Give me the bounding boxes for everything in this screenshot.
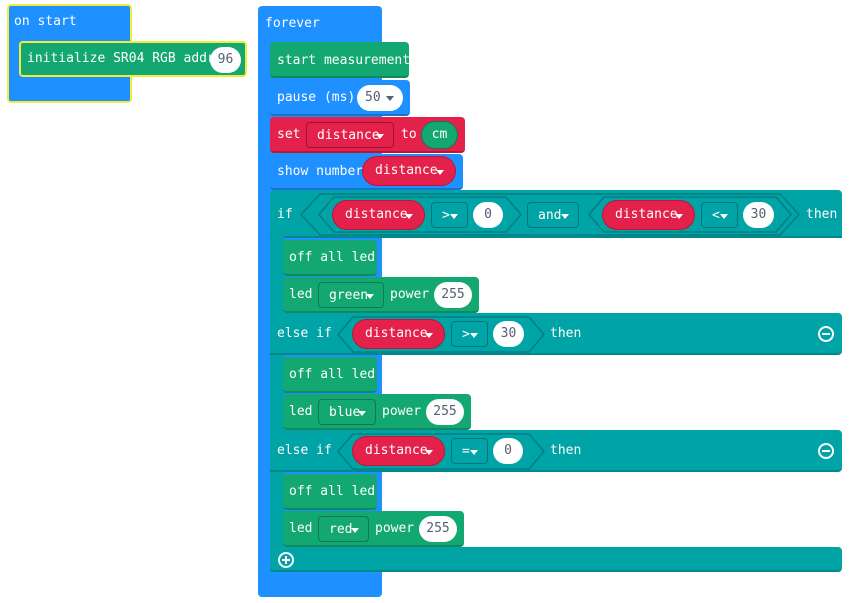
else-if-2-operator-dropdown[interactable]: = [451, 438, 488, 464]
show-number-variable-name: distance [375, 163, 438, 178]
caret-down-icon [386, 96, 394, 101]
else-if-1-variable-name: distance [365, 326, 428, 341]
start-measurement-label: start measurement [277, 53, 411, 68]
address-input[interactable]: 96 [210, 47, 241, 73]
else-if-1-off-all-led-label: off all led [289, 367, 376, 382]
if-right-variable-reporter[interactable]: distance [602, 200, 695, 230]
logic-operator: and [538, 208, 562, 223]
if-left-variable-name: distance [345, 207, 408, 222]
else-if-1-then-label: then [550, 326, 582, 341]
else-if-1-led-color: blue [329, 405, 361, 420]
if-right-value-input[interactable]: 30 [743, 202, 774, 228]
else-if-1-operator-dropdown[interactable]: > [451, 321, 488, 347]
else-if-2-variable-reporter[interactable]: distance [352, 436, 445, 466]
else-if-2-value-input[interactable]: 0 [493, 438, 523, 464]
else-if-2-variable-name: distance [365, 443, 428, 458]
else-if-2-label: else if [277, 443, 332, 458]
if-left-operator: > [442, 208, 450, 223]
set-variable-dropdown[interactable]: distance [306, 122, 394, 148]
pause-value: 50 [365, 90, 381, 105]
else-if-1-operator: > [462, 327, 470, 342]
show-number-variable-reporter[interactable]: distance [362, 156, 456, 186]
pause-label: pause (ms) [277, 90, 356, 105]
logic-operator-dropdown[interactable]: and [527, 202, 579, 228]
if-block-footer [270, 547, 842, 572]
else-if-1-label: else if [277, 326, 332, 341]
caret-down-icon [561, 214, 569, 219]
caret-down-icon [470, 450, 478, 455]
if-off-all-led-label: off all led [289, 250, 376, 265]
start-measurement-block[interactable] [270, 42, 409, 78]
else-if-2-power-label: power [375, 521, 415, 536]
caret-down-icon [436, 170, 444, 175]
initialize-sr04-block[interactable] [19, 41, 247, 77]
caret-down-icon [425, 333, 433, 338]
if-left-variable-reporter[interactable]: distance [332, 200, 425, 230]
initialize-sr04-label: initialize SR04 RGB addr [27, 51, 215, 66]
else-if-1-variable-reporter[interactable]: distance [352, 319, 445, 349]
caret-down-icon [450, 214, 458, 219]
caret-down-icon [351, 528, 359, 533]
else-if-2-off-all-led-label: off all led [289, 484, 376, 499]
else-if-1-off-all-led-block[interactable] [283, 357, 377, 393]
else-if-2-led-color: red [329, 522, 353, 537]
caret-down-icon [720, 214, 728, 219]
else-if-1-value-input[interactable]: 30 [493, 321, 524, 347]
caret-down-icon [675, 214, 683, 219]
plus-circle-icon[interactable] [278, 552, 294, 568]
caret-down-icon [425, 450, 433, 455]
caret-down-icon [405, 214, 413, 219]
else-if-1-led-label: led [289, 404, 313, 419]
if-left-value-input[interactable]: 0 [473, 202, 503, 228]
minus-circle-icon[interactable] [818, 443, 834, 459]
else-if-2-led-label: led [289, 521, 313, 536]
if-right-variable-name: distance [615, 207, 678, 222]
if-led-label: led [289, 287, 313, 302]
if-right-operator-dropdown[interactable]: < [701, 202, 738, 228]
show-number-label: show number [277, 164, 364, 179]
minus-circle-icon[interactable] [818, 326, 834, 342]
on-start-label: on start [14, 14, 77, 29]
cm-reporter[interactable]: cm [421, 121, 458, 149]
else-if-2-then-label: then [550, 443, 582, 458]
else-if-1-power-label: power [382, 404, 422, 419]
pause-value-dropdown[interactable]: 50 [357, 85, 403, 111]
set-variable-name: distance [317, 128, 380, 143]
if-right-operator: < [712, 208, 720, 223]
caret-down-icon [358, 411, 366, 416]
else-if-1-led-color-dropdown[interactable]: blue [318, 399, 376, 425]
if-label: if [277, 207, 293, 222]
else-if-2-off-all-led-block[interactable] [283, 474, 377, 510]
if-power-label: power [390, 287, 430, 302]
forever-label: forever [265, 16, 320, 31]
if-led-color: green [329, 288, 369, 303]
caret-down-icon [376, 134, 384, 139]
else-if-1-power-input[interactable]: 255 [426, 399, 464, 425]
if-power-input[interactable]: 255 [434, 282, 472, 308]
to-label: to [401, 127, 417, 142]
if-then-label: then [806, 207, 838, 222]
if-off-all-led-block[interactable] [283, 240, 377, 276]
caret-down-icon [366, 294, 374, 299]
else-if-2-operator: = [462, 444, 470, 459]
else-if-2-power-input[interactable]: 255 [419, 516, 457, 542]
if-led-color-dropdown[interactable]: green [318, 282, 384, 308]
caret-down-icon [470, 333, 478, 338]
set-label: set [277, 127, 301, 142]
if-left-operator-dropdown[interactable]: > [431, 202, 468, 228]
if-block-rail [270, 236, 284, 572]
else-if-2-led-color-dropdown[interactable]: red [318, 516, 369, 542]
